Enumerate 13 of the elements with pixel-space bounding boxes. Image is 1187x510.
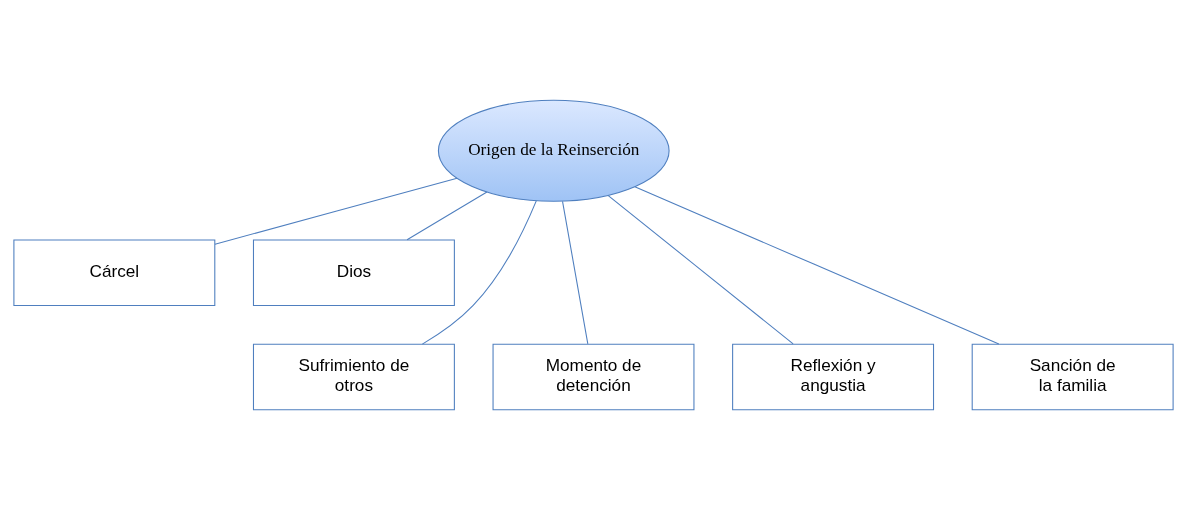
node-box: Sanción de la familia [971,343,1174,411]
node-ellipse: Origen de la Reinserción [437,99,670,202]
node-box: Cárcel [13,239,216,307]
node-box: Sufrimiento de otros [252,343,455,411]
connector [607,195,794,345]
node-box: Dios [252,239,455,307]
connector [406,191,488,241]
connector [421,200,537,345]
connector [634,186,1000,345]
connector [562,200,589,345]
connector [214,177,458,245]
node-box: Reflexión y angustia [732,343,935,411]
node-box: Momento de detención [492,343,695,411]
